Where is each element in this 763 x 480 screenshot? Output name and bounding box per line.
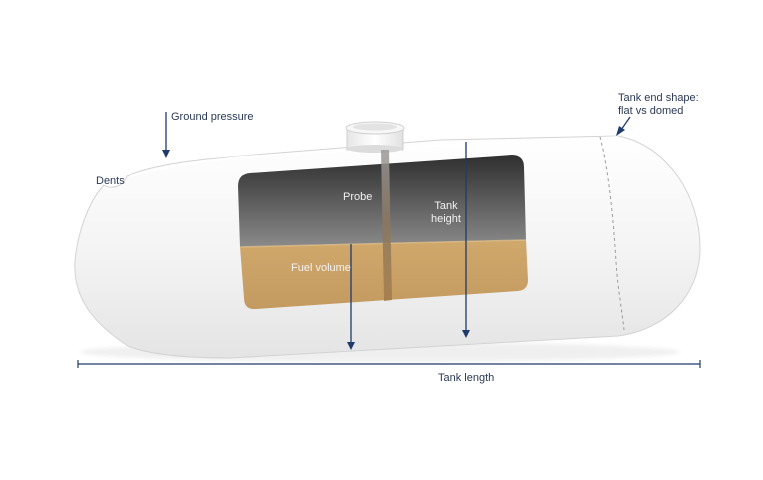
top-highlight — [129, 136, 619, 177]
tank-height-arrow — [462, 142, 470, 338]
fuel-volume-arrow — [347, 244, 355, 350]
dents-label: Dents — [96, 175, 125, 187]
ground-pressure-label: Ground pressure — [171, 111, 254, 123]
tank-end-arrow — [616, 116, 631, 136]
tank-end-shape-line1: Tank end shape: — [618, 92, 699, 104]
tank-neck — [345, 121, 405, 153]
tank-void — [238, 155, 526, 247]
tank-height-line2: height — [431, 213, 461, 225]
tank-height-label: Tank height — [428, 200, 464, 226]
tank-end-dashed-line — [599, 136, 625, 331]
probe-label: Probe — [343, 191, 373, 203]
tank-end-shape-label: Tank end shape: flat vs domed — [618, 92, 699, 118]
tank-end-shape-line2: flat vs domed — [618, 105, 684, 117]
tank-height-line1: Tank — [434, 200, 458, 212]
probe-rod — [381, 150, 392, 301]
tank-length-label: Tank length — [438, 372, 495, 384]
ground-pressure-arrow — [162, 112, 170, 158]
fuel-volume-label: Fuel volume — [291, 262, 351, 274]
tank-length-line — [77, 360, 701, 368]
